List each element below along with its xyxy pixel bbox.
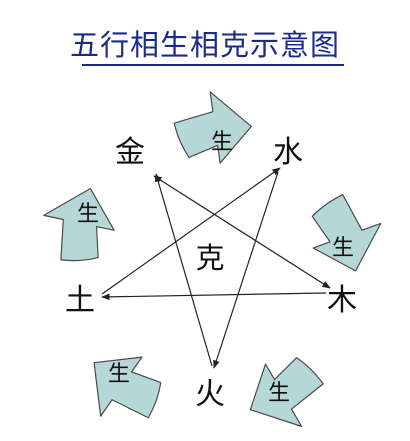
element-fire: 火: [195, 377, 225, 412]
gen-label-earth-metal: 生: [77, 202, 99, 227]
ke-line-wood-earth: [101, 292, 327, 301]
gen-arrow-fire-earth: [70, 335, 176, 440]
gen-arrow-water-wood: [298, 185, 394, 283]
ke-line-earth-water: [101, 167, 281, 295]
ke-line-metal-wood: [153, 175, 331, 289]
ke-center-label: 克: [195, 241, 225, 275]
gen-arrow-metal-water: [169, 86, 257, 170]
gen-label-fire-earth: 生: [108, 362, 130, 387]
title-underline: [82, 64, 344, 66]
ke-line-fire-metal: [154, 173, 213, 367]
element-earth: 土: [65, 283, 95, 318]
page-title: 五行相生相克示意图: [69, 28, 340, 62]
gen-label-metal-water: 生: [211, 130, 233, 155]
element-metal: 金: [115, 135, 145, 170]
gen-label-water-wood: 生: [332, 236, 354, 261]
element-wood: 木: [327, 283, 357, 318]
ke-line-water-fire: [213, 171, 279, 369]
element-water: 水: [273, 135, 303, 170]
gen-label-wood-fire: 生: [268, 381, 290, 406]
